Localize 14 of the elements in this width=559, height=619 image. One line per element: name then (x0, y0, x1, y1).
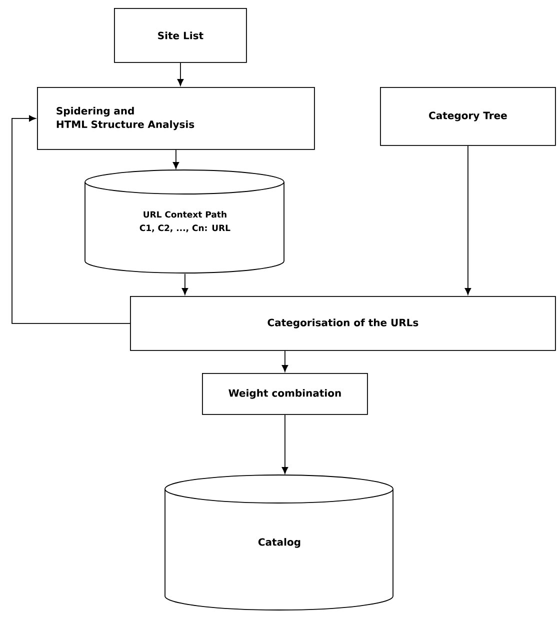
arrow (182, 273, 188, 295)
arrow (177, 62, 184, 86)
process-box: Weight combination (202, 373, 368, 415)
arrow (464, 145, 472, 295)
process-box: Site List (114, 8, 247, 63)
database-cylinder: Catalog (164, 474, 394, 610)
arrow (282, 414, 288, 474)
process-box: Category Tree (380, 87, 556, 146)
arrow (172, 149, 180, 169)
arrow (282, 350, 288, 372)
process-box: Spidering and HTML Structure Analysis (37, 87, 315, 150)
database-cylinder: URL Context Path C1, C2, ..., Cn: URL (84, 170, 284, 274)
feedback-arrow (12, 115, 130, 324)
process-box: Categorisation of the URLs (130, 296, 556, 351)
